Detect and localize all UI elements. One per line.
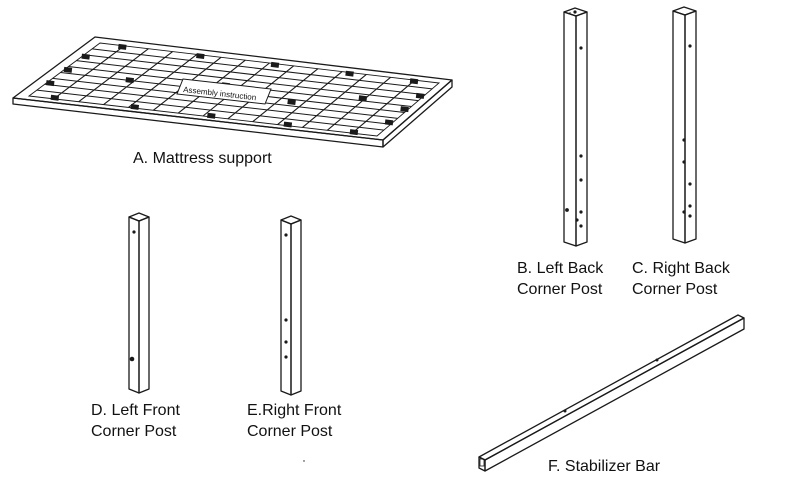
cross-slat: [78, 48, 149, 103]
cross-slat: [351, 79, 416, 134]
cross-slat: [277, 71, 343, 125]
cross-slat: [103, 51, 173, 106]
right-front-corner-post-drawing: [280, 215, 302, 396]
assembly-instruction-sticker: Assembly instruction: [176, 78, 272, 105]
mattress-support-drawing: Assembly instruction: [12, 36, 453, 148]
inner-clip: [358, 95, 368, 102]
rail-clip: [207, 112, 216, 119]
end-clip: [45, 80, 55, 87]
left-front-corner-post-label: D. Left Front Corner Post: [91, 400, 180, 442]
cross-slat: [53, 45, 125, 100]
cross-slat: [128, 53, 198, 108]
inner-clip: [125, 77, 135, 84]
mattress-support-label: A. Mattress support: [133, 148, 272, 169]
end-clip: [415, 92, 425, 99]
left-back-label-line2: Corner Post: [517, 281, 603, 298]
rail-clip: [345, 70, 354, 77]
rail-clip: [196, 53, 205, 60]
rail-clip: [270, 61, 280, 68]
left-front-label-line1: D. Left Front: [91, 402, 180, 419]
left-back-corner-post-drawing: [563, 7, 588, 247]
long-slat: [84, 54, 426, 96]
left-back-corner-post-label: B. Left Back Corner Post: [517, 258, 603, 300]
slat-grid: [36, 45, 433, 134]
right-front-corner-post-label: E.Right Front Corner Post: [247, 400, 341, 442]
rail-clip: [283, 121, 293, 128]
cross-slat: [252, 68, 319, 123]
rail-clip: [50, 94, 60, 101]
right-back-label-line2: Corner Post: [632, 281, 718, 298]
end-clip: [400, 106, 409, 113]
end-clip: [384, 119, 394, 126]
cross-slat: [302, 74, 367, 128]
mattress-support-label-text: A. Mattress support: [133, 150, 272, 167]
long-slat: [92, 48, 433, 90]
long-slat: [36, 89, 384, 131]
right-back-corner-post-drawing: [672, 6, 697, 244]
left-back-label-line1: B. Left Back: [517, 260, 604, 277]
right-front-label-line1: E.Right Front: [247, 402, 342, 419]
right-back-corner-post-label: C. Right Back Corner Post: [632, 258, 730, 300]
end-clip: [81, 53, 90, 60]
long-slat: [44, 83, 391, 125]
left-front-label-line2: Corner Post: [91, 423, 177, 440]
slat-clips: [45, 43, 425, 136]
stabilizer-bar-label-text: F. Stabilizer Bar: [548, 458, 661, 475]
stabilizer-bar-label: F. Stabilizer Bar: [548, 456, 660, 477]
cross-slat: [326, 76, 391, 131]
inner-clip: [287, 99, 296, 105]
long-slat: [76, 60, 419, 102]
rail-clip: [130, 103, 140, 110]
end-clip: [63, 66, 73, 73]
right-front-label-line2: Corner Post: [247, 423, 333, 440]
left-front-corner-post-drawing: [128, 212, 150, 394]
rail-clip: [409, 78, 419, 85]
right-back-label-line1: C. Right Back: [632, 260, 730, 277]
stabilizer-bar-drawing: [303, 314, 745, 472]
rail-clip: [349, 129, 359, 136]
rail-clip: [118, 43, 127, 50]
